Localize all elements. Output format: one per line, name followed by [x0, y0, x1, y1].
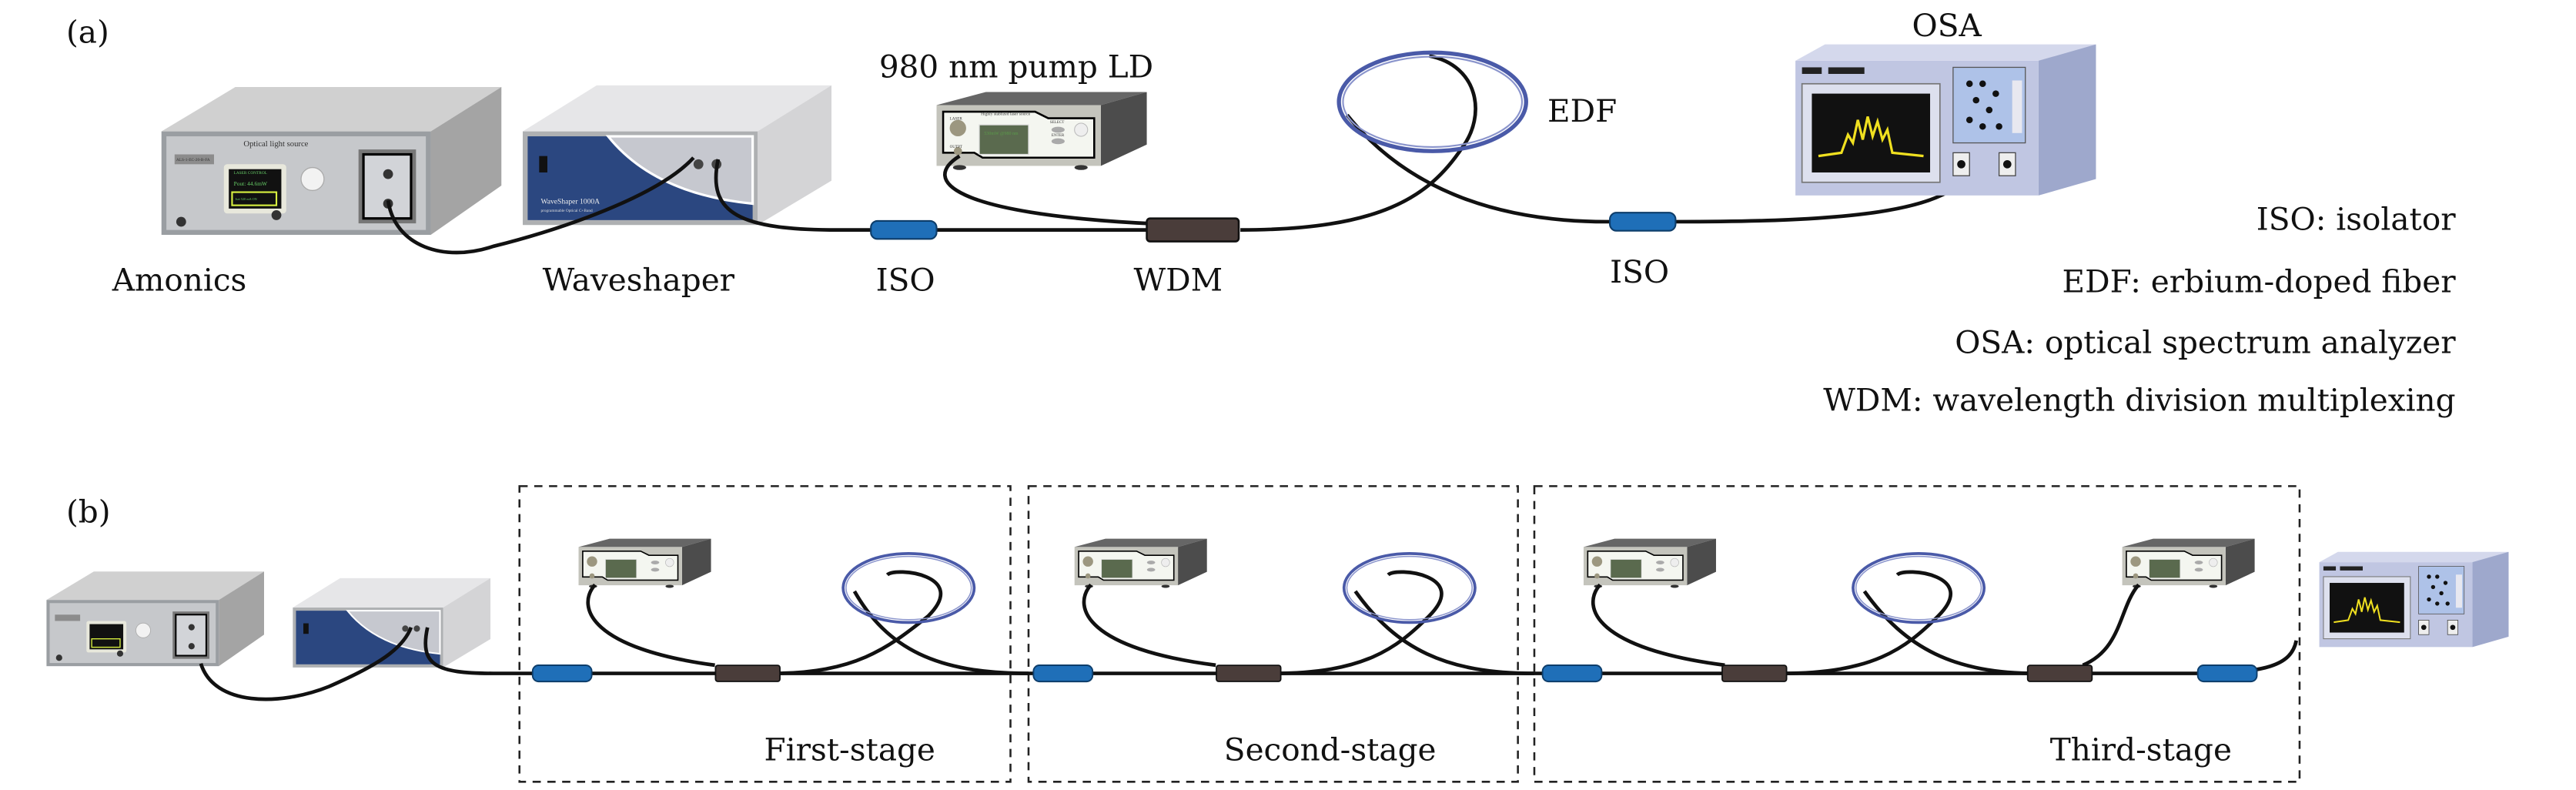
- edf-coil-b-1: [841, 551, 976, 624]
- iso1-label: ISO: [876, 262, 935, 299]
- fiber-b-main-line: [423, 627, 2298, 675]
- waveshaper-label: Waveshaper: [543, 262, 735, 299]
- optical-spectrum-analyzer: [1794, 42, 2098, 197]
- fiber-wdm-edf: [1240, 54, 1477, 232]
- legend-iso: ISO: isolator: [2257, 201, 2456, 238]
- pump-ld-stage-2: [1073, 537, 1208, 589]
- wdm-coupler: [1146, 217, 1240, 243]
- source-title: Optical light source: [243, 140, 308, 149]
- second-stage-box: [1027, 485, 1519, 783]
- pump-ld-stage-3b: [2121, 537, 2256, 589]
- legend: ISO: isolator EDF: erbium-doped fiber OS…: [1823, 201, 2456, 419]
- legend-osa: OSA: optical spectrum analyzer: [1955, 324, 2456, 361]
- source-screen-2: Pout: 44.6mW: [234, 180, 268, 187]
- fiber-b-pump3a: [1591, 583, 1725, 668]
- pump-select: SELECT: [1050, 120, 1066, 125]
- pump-output-label: OUTPT: [950, 145, 963, 149]
- edf-label: EDF: [1547, 92, 1617, 129]
- wdm-b-3: [1721, 664, 1788, 682]
- amonics-light-source-b: [45, 571, 266, 668]
- fiber-b-source-shaper: [199, 626, 413, 701]
- first-stage-box: [518, 485, 1012, 783]
- pump-screen: 530mW @980 nm: [984, 132, 1019, 136]
- edf-coil-b-2: [1342, 551, 1477, 624]
- waveshaper-model: WaveShaper 1000A: [540, 197, 600, 206]
- wdm-b-2: [1216, 664, 1282, 682]
- panel-a-tag: (a): [66, 13, 109, 50]
- wdm-label: WDM: [1133, 262, 1223, 299]
- isolator-b-4: [2196, 664, 2258, 683]
- pump-laser-diode: [935, 91, 1148, 172]
- pump-ld-stage-1: [577, 537, 712, 589]
- source-screen-1: LASER CONTROL: [234, 171, 267, 176]
- pump-laser-label: LASER: [950, 117, 963, 122]
- edf-coil-b-3: [1852, 551, 1986, 624]
- fiber-b-edf3: [1782, 570, 2037, 675]
- fiber-b-edf2: [1273, 570, 1534, 675]
- panel-b-tag: (b): [66, 493, 111, 530]
- waveshaper-subtitle: programmable Optical C+Band: [540, 209, 593, 213]
- isolator-b-1: [531, 664, 593, 683]
- second-stage-label: Second-stage: [1224, 731, 1437, 768]
- fiber-b-pump3b: [2082, 583, 2140, 668]
- fiber-pump-wdm: [943, 154, 1147, 226]
- osa-label: OSA: [1912, 7, 1982, 44]
- pump-label: 980 nm pump LD: [879, 48, 1153, 85]
- legend-wdm: WDM: wavelength division multiplexing: [1823, 381, 2455, 418]
- first-stage-label: First-stage: [764, 731, 935, 768]
- isolator-1: [870, 219, 938, 240]
- third-stage-box: [1533, 485, 2301, 783]
- legend-edf: EDF: erbium-doped fiber: [2062, 263, 2457, 300]
- pump-enter: ENTER: [1052, 133, 1065, 138]
- source-screen-3: Iset 520 mA ON: [236, 197, 257, 201]
- wdm-b-4: [2026, 664, 2093, 682]
- pump-title: Highly stablized laser source: [981, 112, 1031, 116]
- fiber-b-pump2: [1082, 583, 1216, 668]
- isolator-b-3: [1541, 664, 1603, 683]
- pump-ld-stage-3a: [1583, 537, 1717, 589]
- amonics-light-source: [160, 85, 503, 236]
- iso2-label: ISO: [1610, 253, 1669, 290]
- isolator-b-2: [1032, 664, 1094, 683]
- fiber-source-shaper: [386, 156, 695, 255]
- third-stage-label: Third-stage: [2050, 731, 2232, 768]
- isolator-2: [1609, 212, 1677, 232]
- source-model: ALS-1-EC-20-B-FA: [176, 158, 210, 162]
- fiber-b-pump1: [586, 583, 715, 668]
- wdm-b-1: [714, 664, 781, 682]
- edf-coil: [1339, 52, 1526, 151]
- fiber-shaper-iso: [714, 159, 1147, 232]
- amonics-label: Amonics: [112, 262, 247, 299]
- osa-b: [2318, 551, 2510, 648]
